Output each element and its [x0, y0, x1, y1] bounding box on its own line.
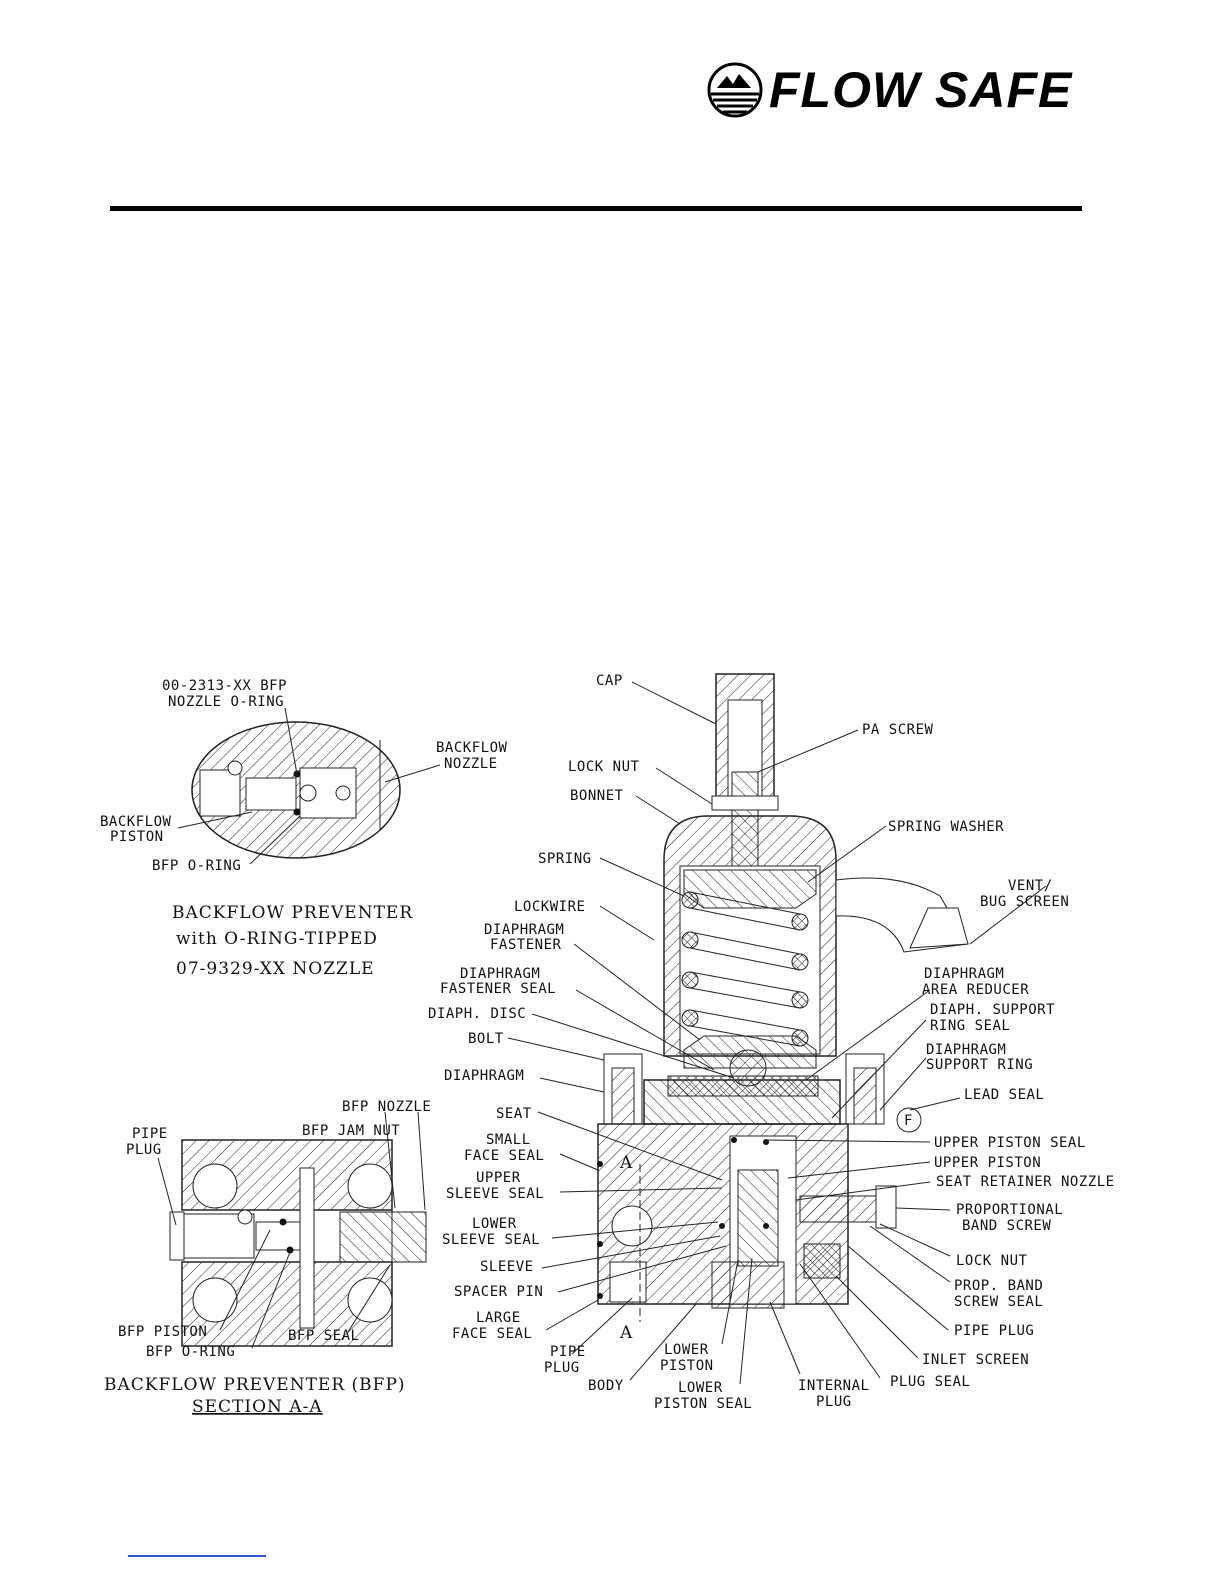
caption-bottom-1: BACKFLOW PREVENTER (BFP): [104, 1375, 406, 1395]
label-upper-sleeve-seal-2: SLEEVE SEAL: [446, 1186, 544, 1202]
label-spring: SPRING: [538, 851, 592, 867]
label-bolt: BOLT: [468, 1031, 504, 1047]
main-valve: [597, 673, 969, 1322]
label-diaphragm-fastener-2: FASTENER: [490, 937, 562, 953]
label-pipe-plug-main-2: PLUG: [544, 1360, 580, 1376]
label-internal-plug-1: INTERNAL: [798, 1378, 869, 1394]
label-pipe-plug-main-1: PIPE: [550, 1344, 586, 1360]
label-diaphragm-area-reducer-1: DIAPHRAGM: [924, 966, 1004, 982]
label-lead-seal: LEAD SEAL: [964, 1087, 1044, 1103]
label-backflow-piston-1: BACKFLOW: [100, 814, 172, 830]
header-rule: [110, 206, 1082, 211]
label-internal-plug-2: PLUG: [816, 1394, 852, 1410]
label-bfp-oring-top: BFP O-RING: [152, 858, 241, 874]
footer-link-underline[interactable]: [128, 1555, 266, 1557]
label-diaphragm-fastener-1: DIAPHRAGM: [484, 922, 564, 938]
label-large-face-seal-2: FACE SEAL: [452, 1326, 532, 1342]
label-body: BODY: [588, 1378, 624, 1394]
section-mark-a-bottom: A: [619, 1323, 633, 1343]
label-inlet-screen: INLET SCREEN: [922, 1352, 1029, 1368]
label-pipe-plug-bfp-1: PIPE: [132, 1126, 168, 1142]
logo-emblem-icon: [707, 62, 763, 118]
label-diaph-support-ring-seal-1: DIAPH. SUPPORT: [930, 1002, 1055, 1018]
leader-lines: [507, 681, 1047, 1385]
label-spacer-pin: SPACER PIN: [454, 1284, 543, 1300]
detail-bottom: [157, 1111, 427, 1349]
label-diaph-disc: DIAPH. DISC: [428, 1006, 526, 1022]
caption-top-3: 07-9329-XX NOZZLE: [176, 959, 375, 979]
label-lower-piston-seal-1: LOWER: [678, 1380, 723, 1396]
label-sleeve: SLEEVE: [480, 1259, 534, 1275]
label-bfp-oring-bottom: BFP O-RING: [146, 1344, 235, 1360]
detail-top: [177, 707, 441, 865]
caption-bottom-2: SECTION A-A: [192, 1397, 323, 1417]
label-diaphragm-fastener-seal-1: DIAPHRAGM: [460, 966, 540, 982]
label-lower-piston-2: PISTON: [660, 1358, 714, 1374]
label-lock-nut-top: LOCK NUT: [568, 759, 640, 775]
label-pipe-plug-bfp-2: PLUG: [126, 1142, 162, 1158]
label-prop-band-screw-seal-2: SCREW SEAL: [954, 1294, 1043, 1310]
label-diaphragm-fastener-seal-2: FASTENER SEAL: [440, 981, 556, 997]
flow-safe-logo: FLOW SAFE: [705, 62, 1085, 118]
label-pa-screw: PA SCREW: [862, 722, 934, 738]
label-vent-bug-screen-1: VENT/: [1008, 878, 1053, 894]
label-lock-nut-right: LOCK NUT: [956, 1253, 1028, 1269]
label-diaphragm-support-ring-1: DIAPHRAGM: [926, 1042, 1006, 1058]
label-plug-seal: PLUG SEAL: [890, 1374, 970, 1390]
label-upper-piston-seal: UPPER PISTON SEAL: [934, 1135, 1086, 1151]
label-bfp-jam-nut: BFP JAM NUT: [302, 1123, 400, 1139]
label-lower-sleeve-seal-1: LOWER: [472, 1216, 517, 1232]
label-upper-sleeve-seal-1: UPPER: [476, 1170, 521, 1186]
label-prop-band-screw-seal-1: PROP. BAND: [954, 1278, 1043, 1294]
label-vent-bug-screen-2: BUG SCREEN: [980, 894, 1069, 910]
label-lower-piston-seal-2: PISTON SEAL: [654, 1396, 752, 1412]
section-mark-a-top: A: [619, 1153, 633, 1173]
label-bfp-piston: BFP PISTON: [118, 1324, 207, 1340]
label-backflow-nozzle-2: NOZZLE: [444, 756, 498, 772]
label-seat-retainer-nozzle: SEAT RETAINER NOZZLE: [936, 1174, 1115, 1190]
label-lockwire: LOCKWIRE: [514, 899, 585, 915]
label-small-face-seal-1: SMALL: [486, 1132, 531, 1148]
caption-top-1: BACKFLOW PREVENTER: [172, 903, 413, 923]
label-diaph-support-ring-seal-2: RING SEAL: [930, 1018, 1010, 1034]
caption-top-2: with O-RING-TIPPED: [176, 929, 378, 949]
brand-name: FLOW SAFE: [769, 62, 1073, 118]
label-diaphragm-area-reducer-2: AREA REDUCER: [922, 982, 1029, 998]
label-proportional-band-screw-2: BAND SCREW: [962, 1218, 1051, 1234]
label-upper-piston: UPPER PISTON: [934, 1155, 1041, 1171]
label-seat: SEAT: [496, 1106, 532, 1122]
label-small-face-seal-2: FACE SEAL: [464, 1148, 544, 1164]
label-backflow-nozzle-1: BACKFLOW: [436, 740, 508, 756]
label-bfp-nozzle: BFP NOZZLE: [342, 1099, 431, 1115]
label-backflow-piston-2: PISTON: [110, 829, 164, 845]
label-diaphragm: DIAPHRAGM: [444, 1068, 524, 1084]
label-lower-sleeve-seal-2: SLEEVE SEAL: [442, 1232, 540, 1248]
lead-seal-letter: F: [904, 1113, 913, 1129]
label-diaphragm-support-ring-2: SUPPORT RING: [926, 1057, 1033, 1073]
label-pipe-plug-right: PIPE PLUG: [954, 1323, 1034, 1339]
label-spring-washer: SPRING WASHER: [888, 819, 1004, 835]
label-bfp-nozzle-oring-1: 00-2313-XX BFP: [162, 678, 287, 694]
label-bfp-nozzle-oring-2: NOZZLE O-RING: [168, 694, 284, 710]
label-large-face-seal-1: LARGE: [476, 1310, 521, 1326]
label-bfp-seal: BFP SEAL: [288, 1328, 359, 1344]
label-lower-piston-1: LOWER: [664, 1342, 709, 1358]
label-cap: CAP: [596, 673, 623, 689]
label-proportional-band-screw-1: PROPORTIONAL: [956, 1202, 1063, 1218]
label-bonnet: BONNET: [570, 788, 624, 804]
